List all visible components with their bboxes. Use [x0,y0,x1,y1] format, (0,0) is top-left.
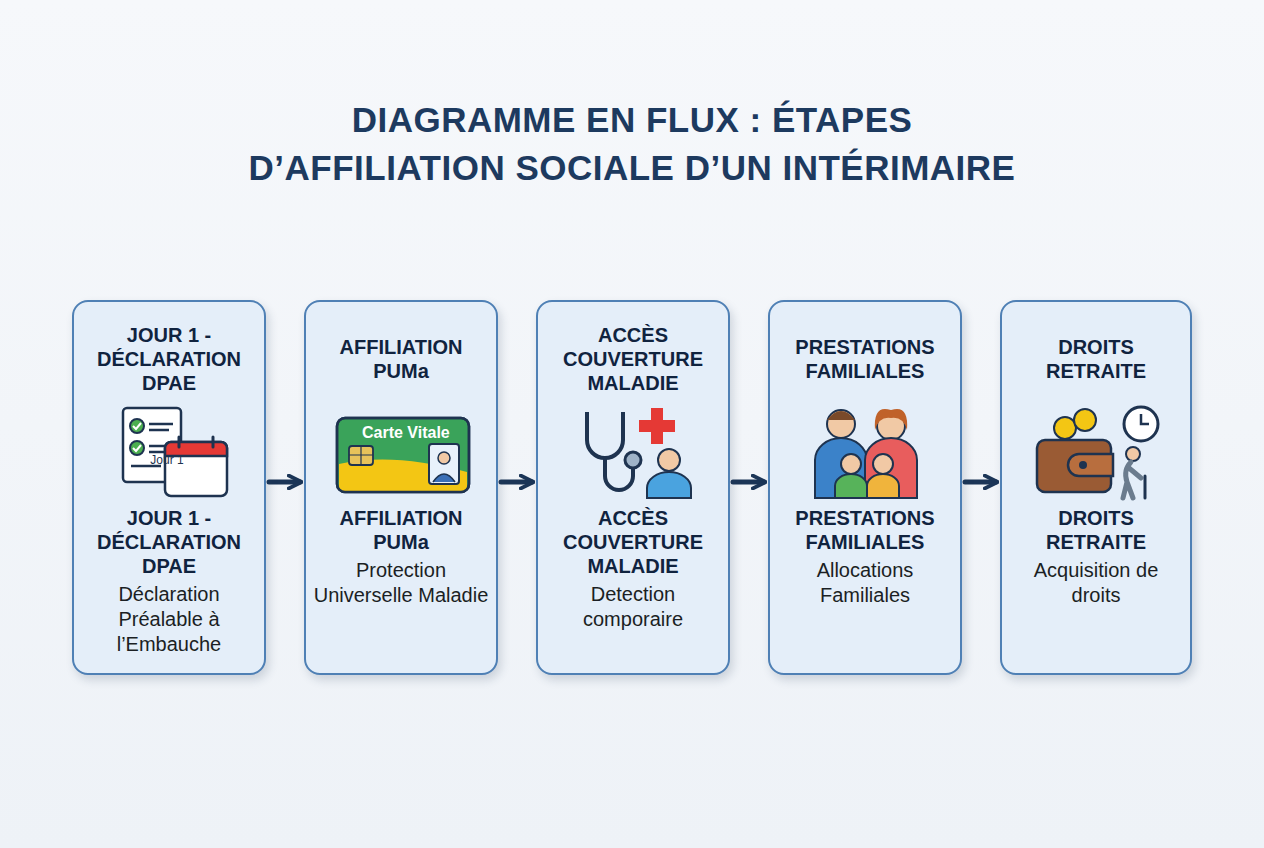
step-icon [101,402,241,502]
step-title: ACCÈS COUVERTURE MALADIE [544,323,722,395]
icon-label: Carte Vitale [362,424,450,442]
step-body: ACCÈS COUVERTURE MALADIEDetection compor… [544,506,722,632]
step-title: DROITS RETRAITE [1008,506,1184,554]
step-title: ACCÈS COUVERTURE MALADIE [544,506,722,578]
flow-arrow [269,480,300,485]
step-description: Detection comporaire [544,582,722,632]
step-description: Acquisition de droits [1008,558,1184,608]
diagram-title: DIAGRAMME EN FLUX : ÉTAPES D’AFFILIATION… [82,96,1182,192]
step-header: AFFILIATION PUMa [312,314,490,404]
step-icon [797,402,937,502]
step-description: Allocations Familiales [776,558,954,608]
step-body: DROITS RETRAITEAcquisition de droits [1008,506,1184,608]
process-box: JOUR 1 - DÉCLARATION DPAEJOUR 1 - DÉCLAR… [72,300,266,675]
step-description: Protection Universelle Maladie [312,558,490,608]
step-body: JOUR 1 - DÉCLARATION DPAEDéclaration Pré… [80,506,258,657]
step-title: PRESTATIONS FAMILIALES [776,506,954,554]
step-title: AFFILIATION PUMa [312,335,490,383]
step-header: ACCÈS COUVERTURE MALADIE [544,314,722,404]
process-box: ACCÈS COUVERTURE MALADIEACCÈS COUVERTURE… [536,300,730,675]
flow-arrow [965,480,996,485]
step-icon [565,402,705,502]
step-description: Déclaration Préalable à l’Embauche [80,582,258,657]
step-header: DROITS RETRAITE [1008,314,1184,404]
step-title: AFFILIATION PUMa [312,506,490,554]
icon-label: Jour 1 [150,453,183,467]
step-body: PRESTATIONS FAMILIALESAllocations Famili… [776,506,954,608]
flow-arrow [501,480,532,485]
step-header: PRESTATIONS FAMILIALES [776,314,954,404]
step-title: JOUR 1 - DÉCLARATION DPAE [80,323,258,395]
step-icon [333,402,473,502]
flow-arrow [733,480,764,485]
step-title: DROITS RETRAITE [1008,335,1184,383]
step-icon [1029,402,1169,502]
process-box: PRESTATIONS FAMILIALESPRESTATIONS FAMILI… [768,300,962,675]
step-header: JOUR 1 - DÉCLARATION DPAE [80,314,258,404]
step-title: JOUR 1 - DÉCLARATION DPAE [80,506,258,578]
process-box: DROITS RETRAITEDROITS RETRAITEAcquisitio… [1000,300,1192,675]
step-body: AFFILIATION PUMaProtection Universelle M… [312,506,490,608]
step-title: PRESTATIONS FAMILIALES [776,335,954,383]
process-box: AFFILIATION PUMaAFFILIATION PUMaProtecti… [304,300,498,675]
